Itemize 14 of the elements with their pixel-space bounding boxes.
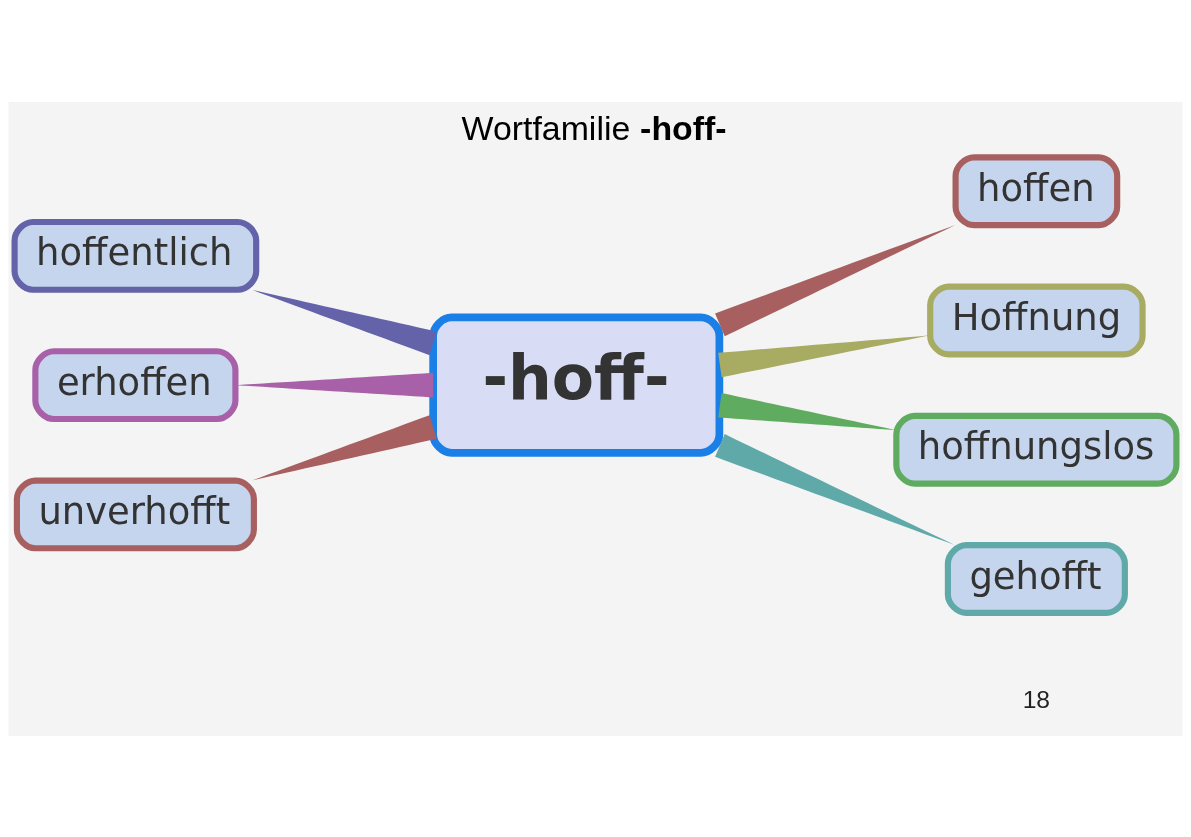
node-box: erhoffen <box>32 347 239 422</box>
node-box: Hoffnung <box>927 283 1146 357</box>
node-box: gehofft <box>944 541 1128 616</box>
diagram-title: Wortfamilie -hoff- <box>461 108 727 147</box>
connector <box>718 392 896 430</box>
connector <box>718 334 930 377</box>
label: 18 <box>1022 685 1051 713</box>
node-box: -hoff- <box>429 313 724 457</box>
connector <box>251 289 437 355</box>
node-box: hoffnungslos <box>893 412 1180 487</box>
node-box: hoffentlich <box>11 218 260 293</box>
node-box: unverhofft <box>13 476 257 551</box>
connector <box>715 433 955 545</box>
node-box: hoffen <box>952 153 1121 228</box>
